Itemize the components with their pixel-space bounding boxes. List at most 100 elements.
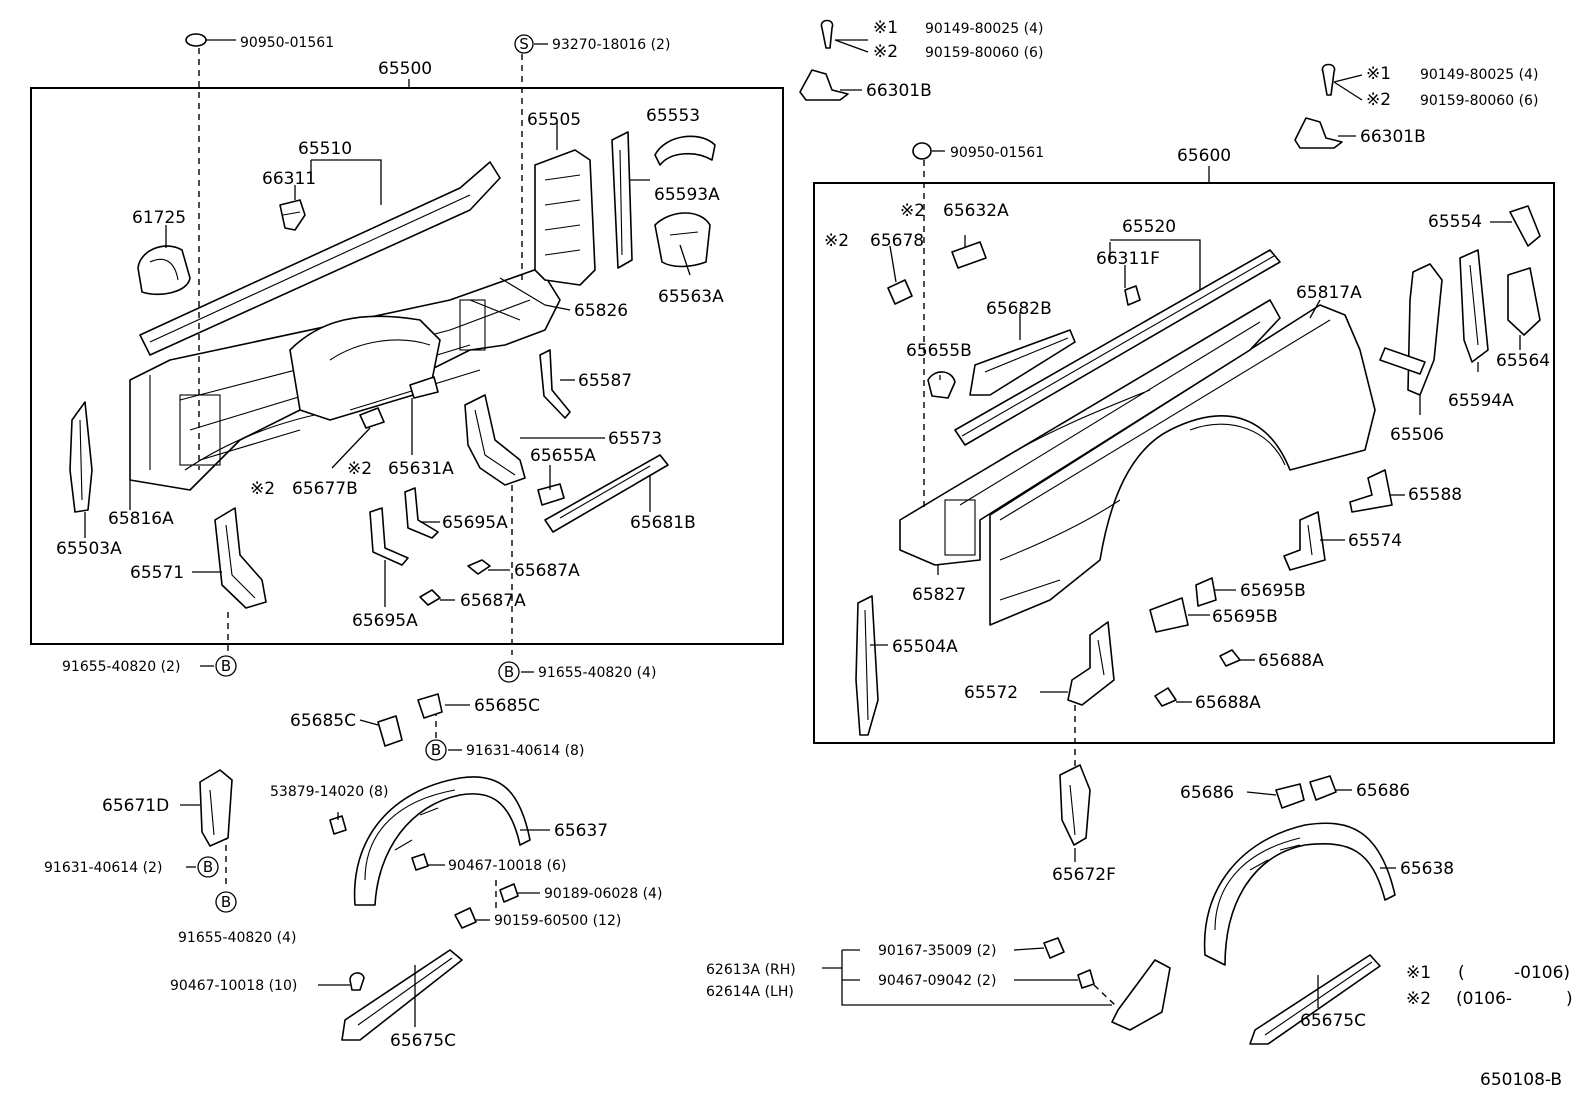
callout-65685c-right: 65685C (474, 696, 540, 716)
part-65677b (359, 407, 385, 429)
part-65695a-upper (404, 487, 439, 539)
legend-note2-mark: ※2 (1406, 989, 1431, 1009)
callout-66301b-b: 66301B (1360, 127, 1426, 147)
part-65688a-lower (1154, 687, 1177, 707)
circle-b-91631-2: B (197, 856, 219, 878)
part-65632a (951, 241, 987, 269)
part-65571 (214, 507, 267, 609)
callout-91655-40820-4a: 91655-40820 (4) (538, 665, 656, 681)
note2-65631a: ※2 (347, 459, 372, 479)
callout-65504a: 65504A (892, 637, 958, 657)
part-65506 (1379, 263, 1443, 396)
circle-b-91655-4b: B (215, 891, 237, 913)
callout-62614a-lh: 62614A (LH) (706, 984, 794, 1000)
part-65681b (544, 454, 669, 533)
part-65588 (1349, 469, 1393, 513)
callout-65671d: 65671D (102, 796, 169, 816)
callout-90159-80060-b: 90159-80060 (6) (1420, 93, 1538, 109)
callout-65655b: 65655B (906, 341, 972, 361)
part-65573 (464, 394, 526, 486)
part-65638-fender-liner (1203, 822, 1396, 966)
right-assembly-frame (813, 182, 1555, 744)
part-61725 (137, 245, 191, 296)
callout-53879-14020: 53879-14020 (8) (270, 784, 388, 800)
svg-text:B: B (221, 657, 231, 675)
part-65686-right (1309, 775, 1337, 801)
callout-90950-01561-left: 90950-01561 (240, 35, 334, 51)
callout-65827: 65827 (912, 585, 966, 605)
part-65687a-upper (467, 559, 491, 575)
fastener-90467-10018-10 (349, 972, 365, 991)
left-assembly-frame (30, 87, 784, 645)
callout-65587: 65587 (578, 371, 632, 391)
callout-65688a-lower: 65688A (1195, 693, 1261, 713)
callout-65553: 65553 (646, 106, 700, 126)
fastener-90467-10018-6 (411, 853, 429, 871)
callout-90950-01561-right: 90950-01561 (950, 145, 1044, 161)
part-65675c-left (341, 949, 463, 1041)
part-65574 (1283, 511, 1326, 571)
callout-90467-09042: 90467-09042 (2) (878, 973, 996, 989)
dash-90467-09042 (1093, 984, 1116, 1006)
part-65510-top-rail (139, 161, 501, 356)
part-65503a (69, 401, 93, 513)
note2-top: ※2 (873, 42, 898, 62)
circle-b-91631-8: B (425, 739, 447, 761)
part-65553 (654, 135, 716, 166)
legend-note2-range: (0106- (1456, 989, 1512, 1009)
callout-65817a: 65817A (1296, 283, 1362, 303)
part-65572 (1067, 621, 1115, 706)
callout-90149-80025-b: 90149-80025 (4) (1420, 67, 1538, 83)
callout-65637: 65637 (554, 821, 608, 841)
callout-62613a-rh: 62613A (RH) (706, 962, 796, 978)
part-65655a (537, 483, 565, 506)
part-65563a (654, 212, 711, 268)
callout-65677b: 65677B (292, 479, 358, 499)
part-62613a-mudflap (1111, 959, 1171, 1031)
callout-90189-06028: 90189-06028 (4) (544, 886, 662, 902)
part-65504a (855, 595, 879, 736)
callout-65554: 65554 (1428, 212, 1482, 232)
callout-65505: 65505 (527, 110, 581, 130)
callout-65695b-lower: 65695B (1212, 607, 1278, 627)
fastener-93270-18016: S (514, 34, 534, 54)
callout-90149-80025-a: 90149-80025 (4) (925, 21, 1043, 37)
svg-text:B: B (203, 858, 213, 876)
part-65687a-lower (419, 589, 441, 606)
legend-note1-mark: ※1 (1406, 963, 1431, 983)
callout-66311f: 66311F (1096, 249, 1160, 269)
callout-90159-80060-a: 90159-80060 (6) (925, 45, 1043, 61)
callout-65687a-lower: 65687A (460, 591, 526, 611)
callout-65503a: 65503A (56, 539, 122, 559)
part-65587 (539, 349, 571, 419)
part-65672f (1059, 764, 1091, 846)
callout-65816a: 65816A (108, 509, 174, 529)
callout-65573: 65573 (608, 429, 662, 449)
callout-65681b: 65681B (630, 513, 696, 533)
part-65686-left (1275, 783, 1305, 809)
callout-65675c-left: 65675C (390, 1031, 456, 1051)
part-65631a (409, 376, 439, 399)
callout-65695a-lower: 65695A (352, 611, 418, 631)
callout-90159-60500: 90159-60500 (12) (494, 913, 621, 929)
callout-65588: 65588 (1408, 485, 1462, 505)
callout-65631a: 65631A (388, 459, 454, 479)
callout-90467-10018-6: 90467-10018 (6) (448, 858, 566, 874)
svg-text:B: B (504, 663, 514, 681)
part-65671d (199, 769, 233, 847)
legend-note1-range: -0106) (1514, 963, 1570, 983)
note2-65678: ※2 (824, 231, 849, 251)
note2-65677b: ※2 (250, 479, 275, 499)
callout-66301b-a: 66301B (866, 81, 932, 101)
note1-top: ※1 (873, 18, 898, 38)
circle-b-91655-2: B (215, 655, 237, 677)
callouts: 90950-01561 93270-18016 (2) 65510 66311 … (44, 18, 1550, 1051)
assembly-number-65500: 65500 (378, 59, 432, 79)
part-65695b-upper (1195, 577, 1217, 607)
part-65520-top-rail (954, 249, 1281, 446)
part-65685c-right (417, 693, 443, 719)
circle-b-91655-4a: B (498, 661, 520, 683)
callout-65678: 65678 (870, 231, 924, 251)
part-65505 (534, 149, 596, 286)
part-65564 (1507, 267, 1541, 336)
